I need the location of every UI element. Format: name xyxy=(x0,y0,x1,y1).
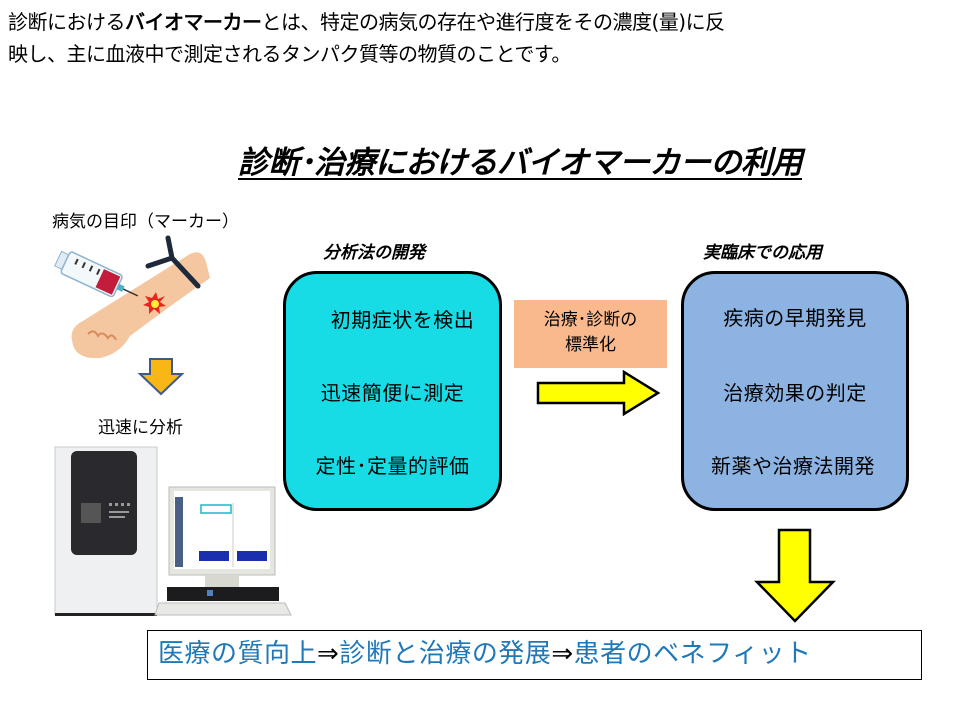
standardization-box: 治療･診断の 標準化 xyxy=(514,300,667,368)
down-arrow-icon xyxy=(754,528,836,623)
fist-lines xyxy=(87,330,117,341)
clinical-heading: 実臨床での応用 xyxy=(703,243,822,263)
method-heading: 分析法の開発 xyxy=(323,243,425,263)
intro-text: 診断におけるバイオマーカーとは、特定の病気の存在や進行度をその濃度(量)に反 映… xyxy=(8,6,958,70)
screen-plot-1 xyxy=(199,551,229,561)
pc-unit xyxy=(167,587,279,601)
method-item: 定性･定量的評価 xyxy=(315,454,470,478)
clinical-box: 疾病の早期発見 治療効果の判定 新薬や治療法開発 xyxy=(681,271,909,511)
diagram-title: 診断･治療におけるバイオマーカーの利用 xyxy=(238,145,803,181)
implies-arrow-icon: ⇒ xyxy=(551,639,574,669)
intro-line1-post: とは、特定の病気の存在や進行度をその濃度(量)に反 xyxy=(261,10,726,34)
blood-draw-illustration xyxy=(54,235,210,359)
intro-line1-pre: 診断における xyxy=(8,10,126,34)
intro-line2: 映し、主に血液中で測定されるタンパク質等の物質のことです。 xyxy=(8,42,571,66)
outcome-part1: 医療の質向上 xyxy=(158,639,318,669)
analyzer-buttons xyxy=(109,503,130,518)
outcome-part2: 診断と治療の発展 xyxy=(339,639,552,669)
analyzer-window xyxy=(81,503,101,523)
arm-shape xyxy=(71,252,210,359)
standardization-line1: 治療･診断の xyxy=(543,310,638,330)
implies-arrow-icon: ⇒ xyxy=(317,639,340,669)
keyboard-icon xyxy=(154,602,292,616)
clinical-item: 治療効果の判定 xyxy=(723,381,867,405)
tourniquet-icon xyxy=(145,235,201,289)
method-item: 初期症状を検出 xyxy=(330,308,475,332)
outcome-part3: 患者のベネフィット xyxy=(573,639,812,669)
analyzer-base xyxy=(55,613,157,616)
down-arrow-shape xyxy=(754,528,836,623)
screen-plot-2 xyxy=(237,551,267,561)
syringe-icon xyxy=(54,250,139,298)
intro-keyword: バイオマーカー xyxy=(125,10,262,34)
pc-badge xyxy=(207,590,213,596)
screen-sidebar xyxy=(175,497,183,567)
marker-label: 病気の目印（マーカー） xyxy=(52,212,239,232)
outcome-box: 医療の質向上⇒診断と治療の発展⇒患者のベネフィット xyxy=(147,630,922,680)
method-box: 初期症状を検出 迅速簡便に測定 定性･定量的評価 xyxy=(283,271,502,511)
analysis-label: 迅速に分析 xyxy=(98,418,183,438)
standardization-line2: 標準化 xyxy=(565,335,616,355)
spark-center xyxy=(151,300,159,308)
clinical-item: 疾病の早期発見 xyxy=(723,306,867,330)
right-arrow-shape xyxy=(536,369,661,417)
clinical-item: 新薬や治療法開発 xyxy=(711,454,875,478)
small-down-arrow-shape xyxy=(137,358,185,396)
small-down-arrow-icon xyxy=(137,358,185,396)
screen-highlight xyxy=(200,504,232,514)
right-arrow-icon xyxy=(536,369,661,417)
method-item: 迅速簡便に測定 xyxy=(320,381,465,405)
monitor-stand xyxy=(205,575,239,587)
analyzer-front-panel xyxy=(71,451,137,555)
analyzer-with-computer xyxy=(54,446,292,616)
